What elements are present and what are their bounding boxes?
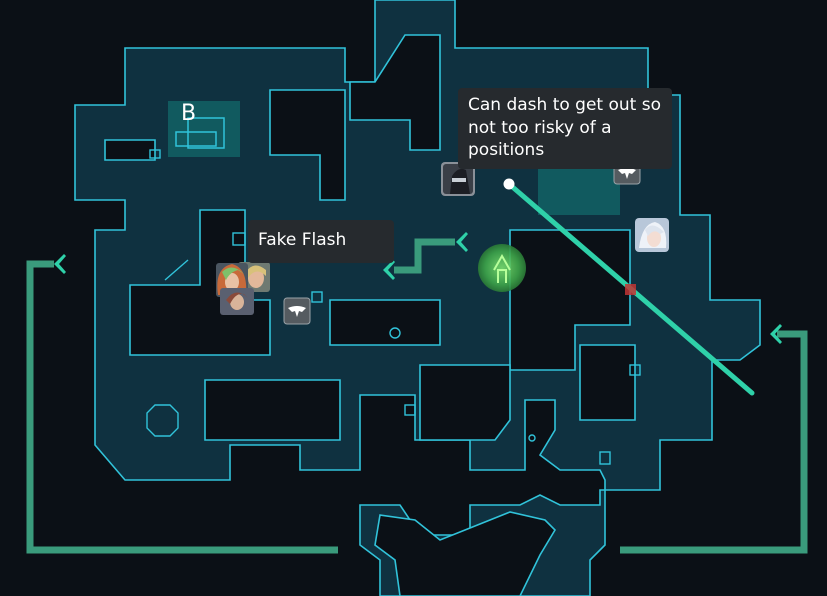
wing-ability-icon [283,297,311,325]
agent-portrait-white-hair [635,218,669,252]
wall-block-left-top [104,139,156,161]
wall-block-center [329,299,441,346]
wall-block-right-lower [579,344,636,421]
note-dash-tooltip[interactable]: Can dash to get out so not too risky of … [458,88,672,169]
site-label-b: B [181,101,197,126]
rotation-routes [26,238,808,554]
agent-portrait-green-hair [220,288,254,315]
arrow-right-route [770,324,782,344]
wall-block-bottom-void [374,511,557,596]
red-spike-marker [625,284,636,295]
note-fake-flash[interactable]: Fake Flash [248,220,394,263]
wall-block-lower-left [204,379,341,441]
route-arrows [54,232,782,344]
octagon-pillar [146,404,179,437]
round-pillar-2 [528,434,536,442]
arrow-left-route [54,254,66,274]
wall-block-lower-center [419,364,511,441]
route-left-loop [26,260,338,554]
route-mid [394,238,455,274]
arrow-mid-route-1 [383,260,395,280]
wall-block-top-center [349,34,441,151]
attacker-site-area [538,165,620,215]
round-pillar-1 [389,327,401,339]
map-walls [104,34,636,596]
arrow-mid-route-2 [456,232,468,252]
map-details [146,149,641,465]
site-b-area [168,101,240,157]
wall-block-upper-mid [269,89,346,201]
trajectory-start-dot [503,178,515,190]
route-right-loop [620,330,808,554]
green-smoke-orb-icon [478,244,526,292]
agent-portrait-dark-hood [441,162,475,196]
